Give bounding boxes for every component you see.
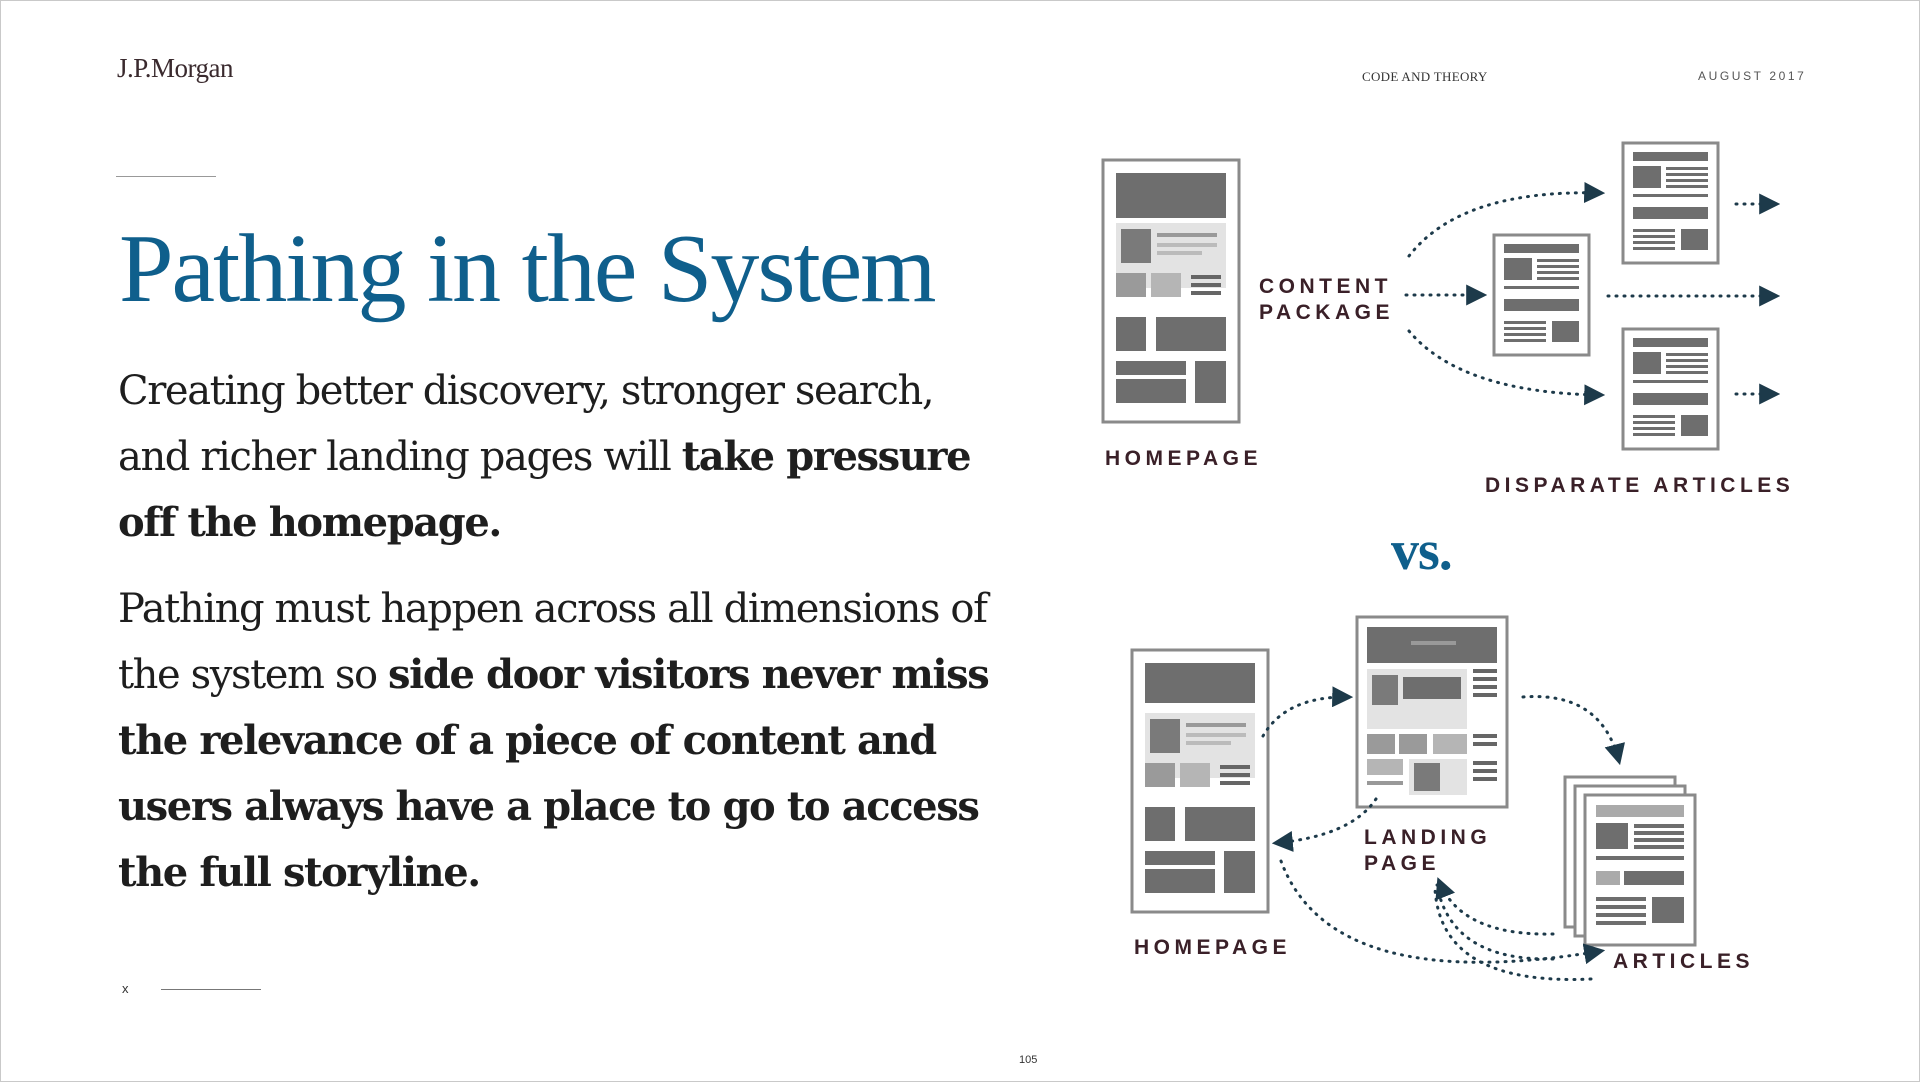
paragraph-pathing-emphasis: side door visitors never miss the releva… <box>118 651 990 896</box>
articles-label: ARTICLES <box>1613 950 1754 973</box>
paragraph-discovery-text: Creating better discovery, stronger sear… <box>118 368 935 480</box>
arrow-articles-to-landing-1 <box>1435 877 1555 936</box>
disparate-articles-label: DISPARATE ARTICLES <box>1485 474 1794 497</box>
disparate-article-2 <box>1621 327 1720 451</box>
homepage-wireframe-bottom <box>1130 648 1270 914</box>
arrow-articles-to-landing-2 <box>1435 883 1555 961</box>
disparate-article-1 <box>1621 141 1720 265</box>
homepage-label-bottom: HOMEPAGE <box>1134 936 1291 959</box>
top-arrows <box>1404 182 1781 406</box>
paragraph-pathing: Pathing must happen across all dimension… <box>118 576 998 906</box>
arrow-landing-to-articles <box>1521 695 1625 766</box>
date-label: AUGUST 2017 <box>1698 69 1807 83</box>
arrow-articles-to-landing-3 <box>1433 887 1593 981</box>
paragraph-pathing-text: Pathing must happen across all dimension… <box>118 586 988 698</box>
arrow-to-article-2 <box>1407 329 1606 406</box>
page-title: Pathing in the System <box>119 215 936 323</box>
footer-rule <box>161 989 261 990</box>
arrow-landing-to-home <box>1271 797 1378 852</box>
footer-marker: x <box>122 981 129 996</box>
content-package-wireframe <box>1492 233 1591 357</box>
landing-page-label-line1: LANDING <box>1364 826 1491 849</box>
vs-label: vs. <box>1391 520 1452 582</box>
agency-label: CODE AND THEORY <box>1362 69 1488 84</box>
title-rule <box>116 176 216 177</box>
content-package-label-line2: PACKAGE <box>1259 301 1394 324</box>
page-number: 105 <box>1019 1054 1038 1066</box>
jpmorgan-logo: J.P.Morgan <box>117 53 234 83</box>
arrow-home-to-articles <box>1279 859 1606 965</box>
homepage-label-top: HOMEPAGE <box>1105 447 1262 470</box>
paragraph-discovery-emphasis: take pressure off the homepage. <box>118 433 972 546</box>
homepage-wireframe-top <box>1101 158 1241 424</box>
articles-stack-wireframe <box>1563 775 1697 947</box>
landing-page-label-line2: PAGE <box>1364 852 1440 875</box>
landing-page-wireframe <box>1355 615 1509 809</box>
arrow-to-article-1 <box>1407 182 1606 258</box>
arrow-home-to-landing <box>1261 686 1354 738</box>
content-package-label-line1: CONTENT <box>1259 275 1392 298</box>
paragraph-discovery: Creating better discovery, stronger sear… <box>118 358 998 556</box>
bottom-arrows <box>1261 686 1625 981</box>
